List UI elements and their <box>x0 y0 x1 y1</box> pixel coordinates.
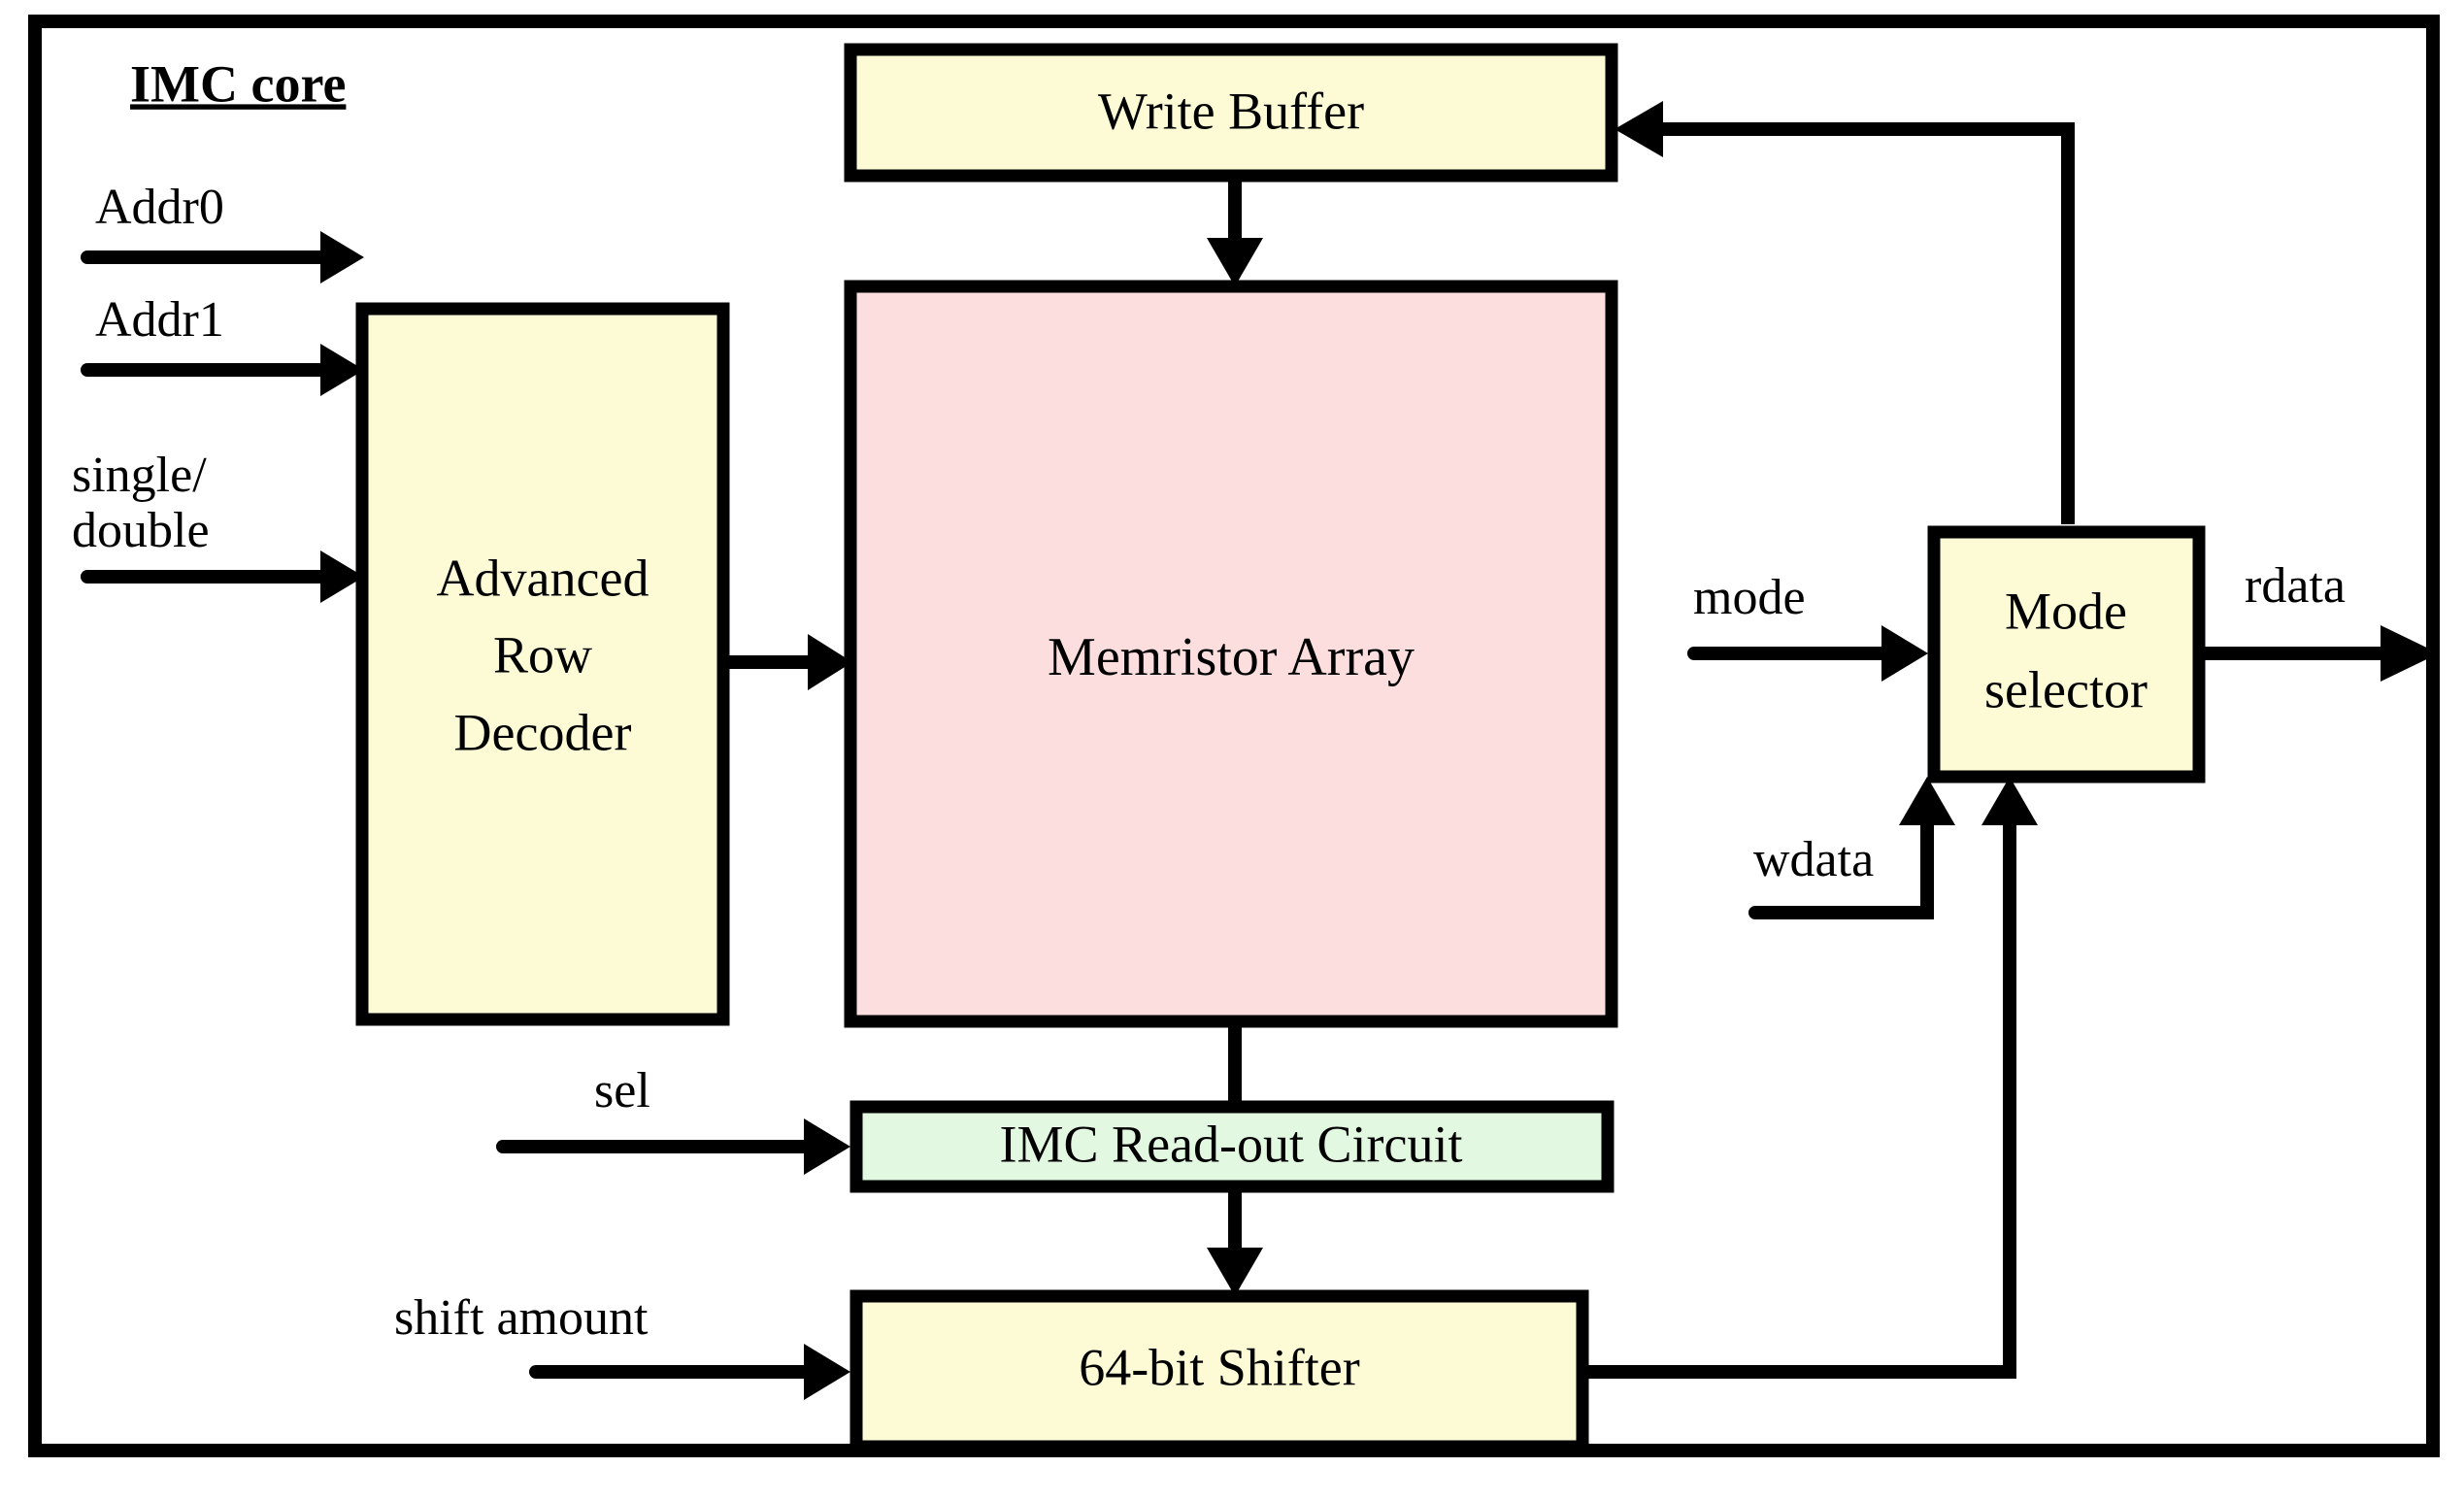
signal-label-addr0: Addr0 <box>95 180 224 235</box>
arrowhead-modeselector-to-writebuffer <box>1615 101 1663 157</box>
arrowhead-rowdecoder-to-memristor <box>808 634 852 690</box>
row-decoder-label-line1: Advanced <box>437 549 649 607</box>
block-readout-circuit[interactable]: IMC Read-out Circuit <box>849 1100 1615 1193</box>
arrowhead-mode <box>1881 625 1928 682</box>
arrowhead-rdata <box>2381 625 2439 682</box>
arrowhead-sel <box>804 1118 850 1175</box>
block-mode-selector[interactable]: Mode selector <box>1927 525 2206 784</box>
signal-label-addr1: Addr1 <box>95 292 224 348</box>
row-decoder-box[interactable] <box>355 302 730 1026</box>
signal-label-wdata: wdata <box>1753 832 1874 887</box>
arrowhead-shift-amount <box>804 1344 850 1400</box>
mode-selector-label-line1: Mode <box>2005 582 2127 640</box>
wire-layer <box>81 101 2439 1400</box>
row-decoder-label-line3: Decoder <box>454 703 632 761</box>
signal-label-sel: sel <box>594 1063 650 1118</box>
mode-selector-label-line2: selector <box>1984 660 2148 718</box>
block-row-decoder[interactable]: Advanced Row Decoder <box>355 302 730 1026</box>
write-buffer-box[interactable] <box>844 43 1618 183</box>
readout-circuit-label: IMC Read-out Circuit <box>1000 1115 1463 1173</box>
arrowhead-writebuffer-to-memristor <box>1207 238 1263 286</box>
memristor-array-box[interactable] <box>844 280 1618 1028</box>
imc-core-title: IMC core <box>130 54 346 113</box>
shifter-box[interactable] <box>849 1289 1589 1453</box>
block-write-buffer[interactable]: Write Buffer <box>844 43 1618 183</box>
arrowhead-wdata <box>1899 777 1955 825</box>
wire-wdata <box>1748 818 1934 919</box>
write-buffer-label: Write Buffer <box>1098 82 1364 140</box>
signal-label-shift-amount: shift amount <box>394 1290 649 1346</box>
signal-label-single: single/ <box>72 448 207 503</box>
arrowhead-addr1 <box>320 344 364 396</box>
row-decoder-label-line2: Row <box>493 625 592 684</box>
block-memristor-array[interactable]: Memristor Array <box>844 280 1618 1028</box>
wire-shifter-to-modeselector <box>1582 825 2016 1379</box>
signal-label-rdata: rdata <box>2245 558 2346 614</box>
block-shifter[interactable]: 64-bit Shifter <box>849 1289 1589 1453</box>
mode-selector-box[interactable] <box>1927 525 2206 784</box>
wire-modeselector-to-writebuffer <box>1655 122 2075 524</box>
arrowhead-readout-to-shifter <box>1207 1248 1263 1296</box>
readout-circuit-box[interactable] <box>849 1100 1615 1193</box>
arrowhead-addr0 <box>320 231 364 284</box>
memristor-array-label: Memristor Array <box>1048 627 1415 687</box>
signal-label-double: double <box>72 503 210 558</box>
arrowhead-single-double <box>320 550 364 603</box>
arrowhead-shifter-to-modeselector <box>1981 777 2038 825</box>
signal-label-mode: mode <box>1693 570 1806 625</box>
shifter-label: 64-bit Shifter <box>1079 1338 1359 1396</box>
